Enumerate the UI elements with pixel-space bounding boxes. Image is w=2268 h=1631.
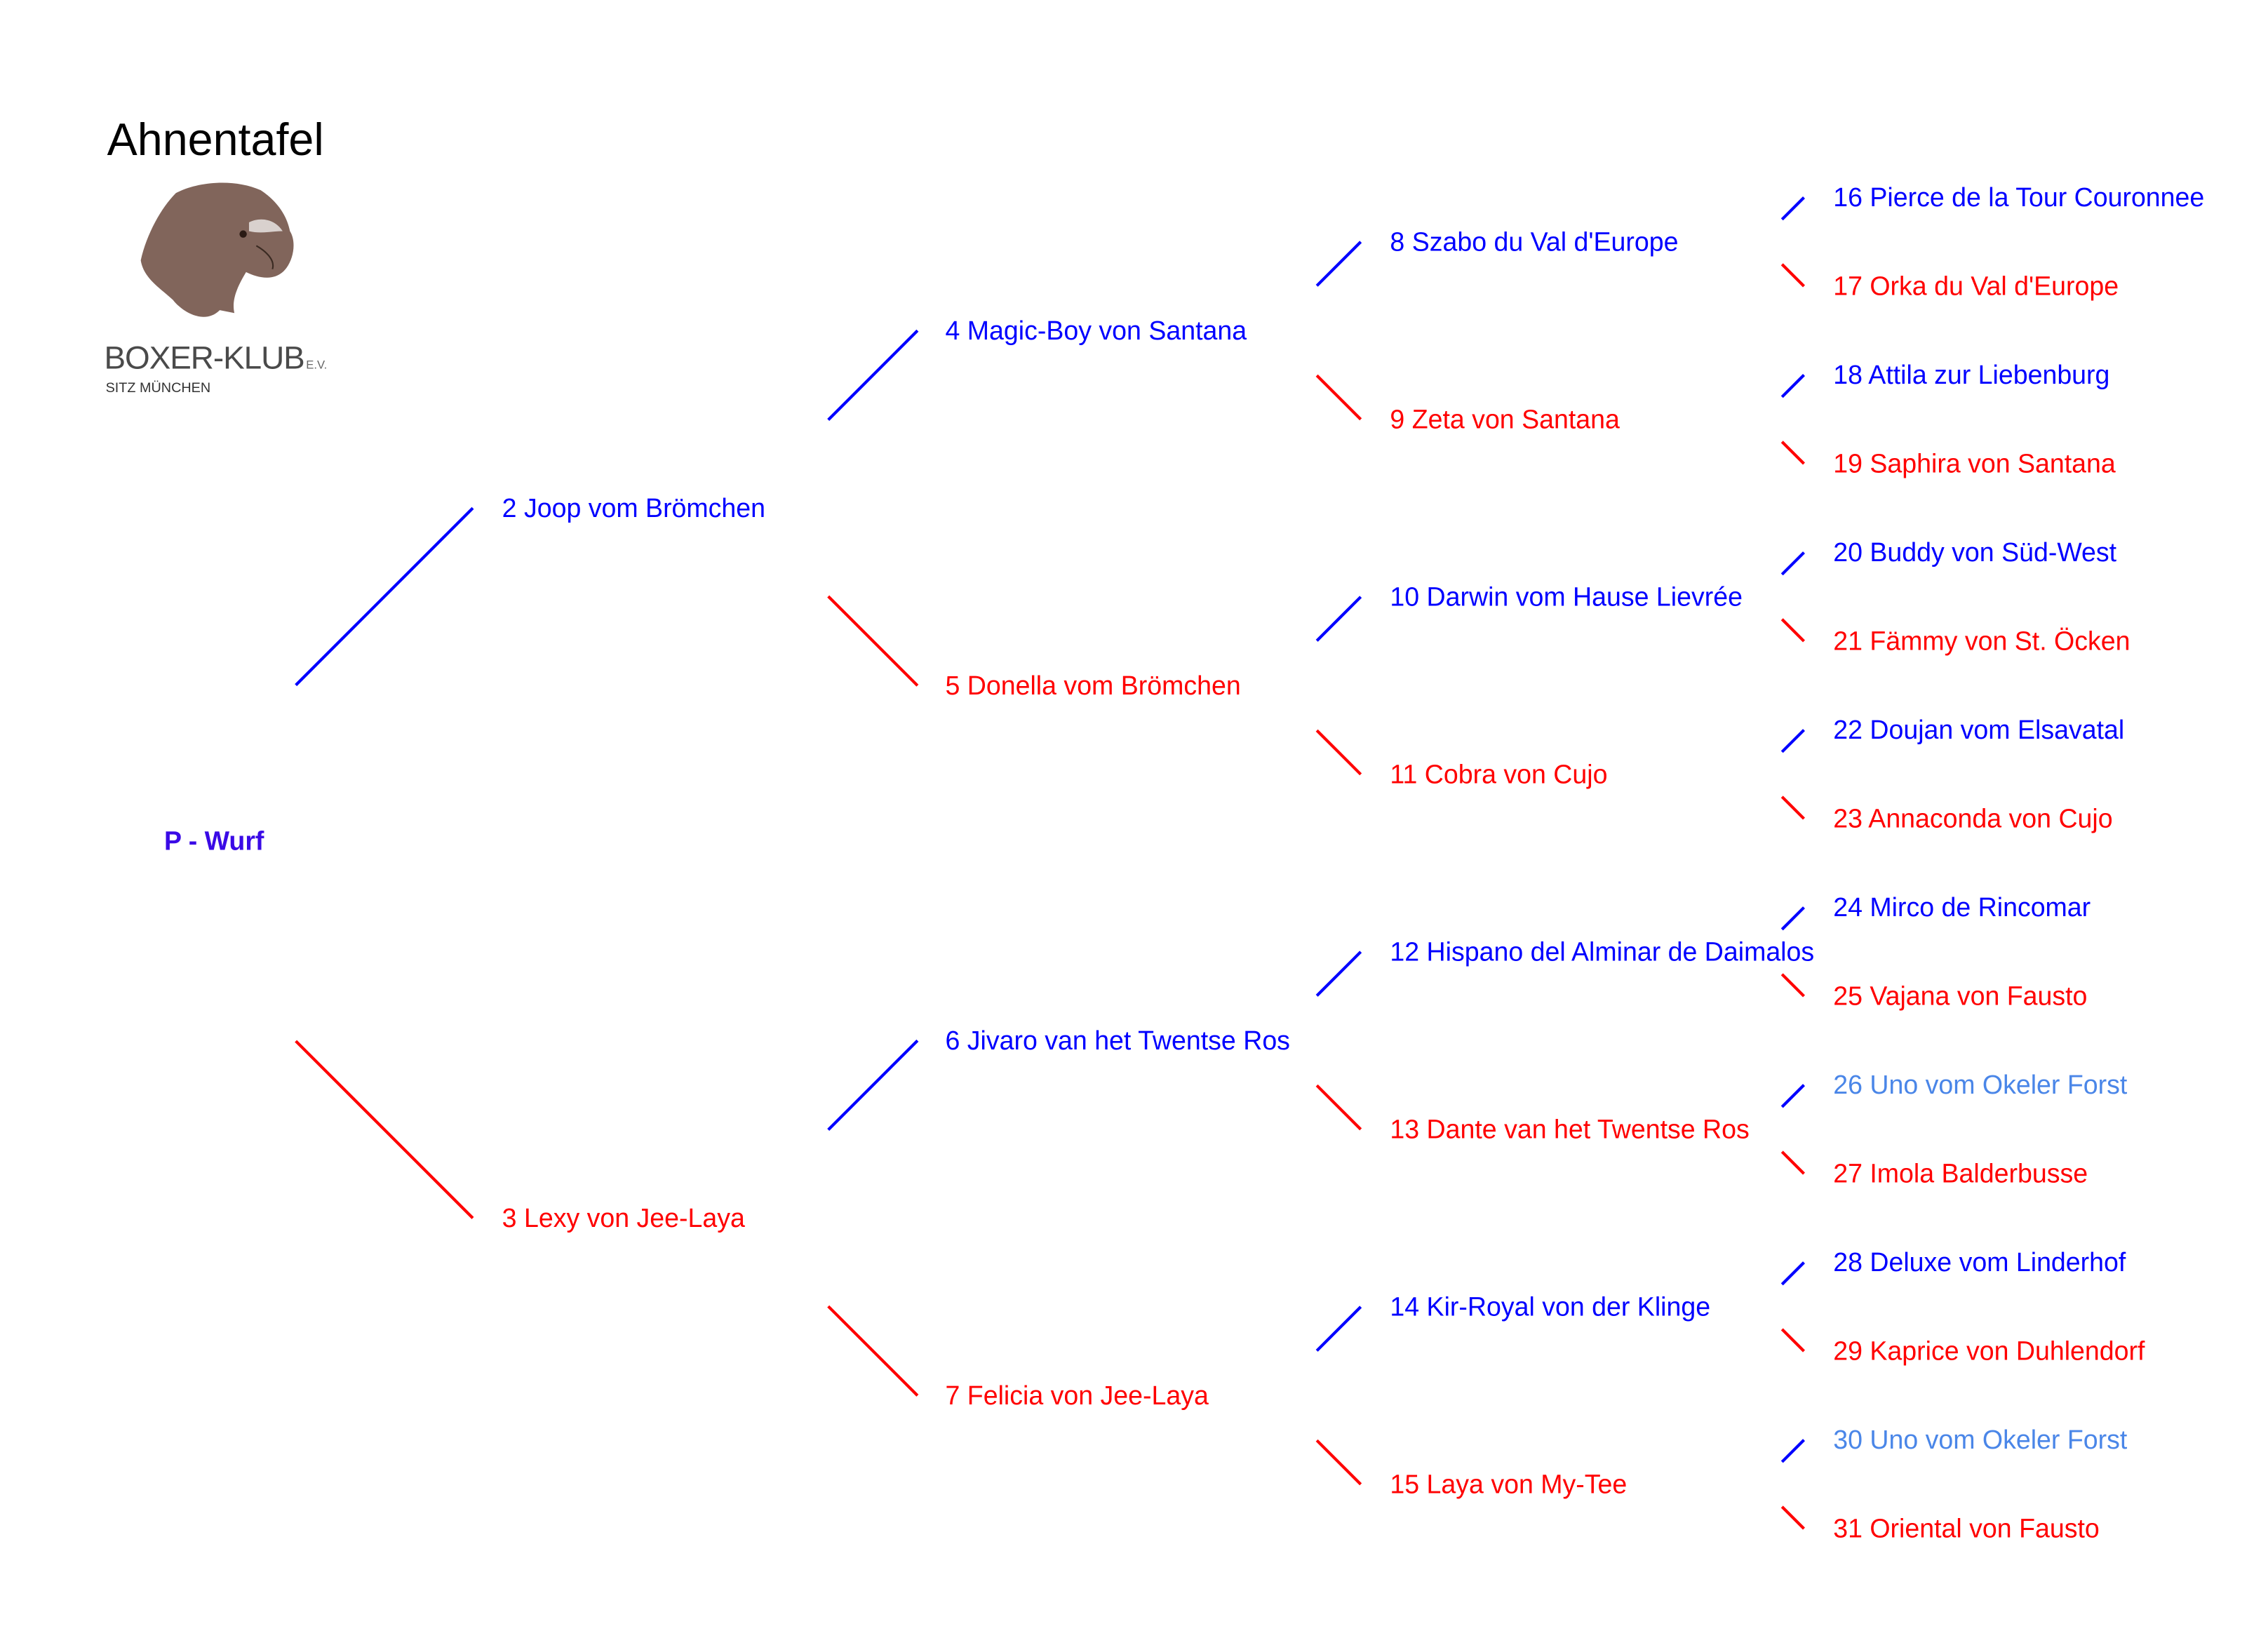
ancestor-27: 27 Imola Balderbusse [1833,1159,2088,1188]
ancestor-11: 11 Cobra von Cujo [1390,759,1607,788]
connector-line-14 [1315,1306,1362,1352]
connector-line-24 [1780,906,1805,931]
connector-line-9 [1315,374,1362,421]
ancestor-7: 7 Felicia von Jee-Laya [946,1381,1209,1410]
connector-line-8 [1315,241,1362,287]
ancestor-15: 15 Laya von My-Tee [1390,1469,1627,1498]
ancestor-2: 2 Joop vom Brömchen [502,493,765,523]
ancestor-31: 31 Oriental von Fausto [1833,1514,2100,1543]
connector-line-26 [1780,1084,1805,1108]
connector-line-6 [827,1039,919,1132]
connector-line-5 [827,595,919,687]
ancestor-26: 26 Uno vom Okeler Forst [1833,1070,2128,1099]
ancestor-28: 28 Deluxe vom Linderhof [1833,1247,2126,1277]
ancestor-20: 20 Buddy von Süd-West [1833,537,2116,567]
ancestor-14: 14 Kir-Royal von der Klinge [1390,1291,1710,1321]
ancestor-29: 29 Kaprice von Duhlendorf [1833,1336,2145,1366]
ancestor-8: 8 Szabo du Val d'Europe [1390,227,1678,256]
ancestor-16: 16 Pierce de la Tour Couronnee [1833,182,2204,212]
boxer-klub-logo: BOXER-KLUB E.V. SITZ MÜNCHEN [105,182,327,396]
connector-line-19 [1780,441,1805,465]
connector-line-10 [1315,596,1362,642]
connector-line-12 [1315,951,1362,997]
connector-line-22 [1780,729,1805,753]
ancestor-6: 6 Jivaro van het Twentse Ros [946,1026,1290,1055]
ancestor-12: 12 Hispano del Alminar de Daimalos [1390,937,1814,966]
logo-subtitle: SITZ MÜNCHEN [106,380,211,396]
connector-line-23 [1780,796,1805,820]
ancestor-3: 3 Lexy von Jee-Laya [502,1203,745,1233]
connector-line-11 [1315,729,1362,776]
ancestor-10: 10 Darwin vom Hause Lievrée [1390,582,1743,611]
connector-line-30 [1780,1439,1805,1463]
logo-name: BOXER-KLUB [105,339,304,375]
connector-line-2 [295,506,474,687]
connector-line-7 [827,1305,919,1397]
ancestor-9: 9 Zeta von Santana [1390,404,1620,434]
connector-line-31 [1780,1505,1805,1530]
connector-line-16 [1780,196,1805,221]
litter-label: P - Wurf [164,826,264,856]
ancestor-17: 17 Orka du Val d'Europe [1833,271,2119,301]
ancestor-25: 25 Vajana von Fausto [1833,981,2087,1011]
connector-line-17 [1780,263,1805,288]
ancestor-19: 19 Saphira von Santana [1833,449,2116,478]
ancestor-18: 18 Attila zur Liebenburg [1833,360,2109,389]
ancestor-13: 13 Dante van het Twentse Ros [1390,1114,1749,1143]
connector-line-27 [1780,1150,1805,1175]
ancestor-4: 4 Magic-Boy von Santana [946,316,1247,345]
ancestor-30: 30 Uno vom Okeler Forst [1833,1425,2128,1454]
connector-line-4 [827,329,919,421]
connector-line-20 [1780,551,1805,576]
ancestor-tree: 2 Joop vom Brömchen 3 Lexy von Jee-Laya 4 … [295,182,2204,1543]
ancestor-24: 24 Mirco de Rincomar [1833,892,2091,922]
connector-line-13 [1315,1084,1362,1131]
ancestor-23: 23 Annaconda von Cujo [1833,804,2112,833]
connector-line-18 [1780,374,1805,398]
ancestor-21: 21 Fämmy von St. Öcken [1833,626,2130,656]
connector-line-21 [1780,618,1805,643]
boxer-dog-head-icon [140,182,294,317]
connector-line-25 [1780,973,1805,998]
connector-line-29 [1780,1328,1805,1353]
ancestor-22: 22 Doujan vom Elsavatal [1833,715,2124,744]
connector-line-15 [1315,1439,1362,1486]
page-title: Ahnentafel [107,114,324,165]
connector-line-28 [1780,1261,1805,1286]
logo-suffix: E.V. [306,358,327,371]
connector-line-3 [295,1040,474,1219]
ancestor-5: 5 Donella vom Brömchen [946,671,1241,700]
